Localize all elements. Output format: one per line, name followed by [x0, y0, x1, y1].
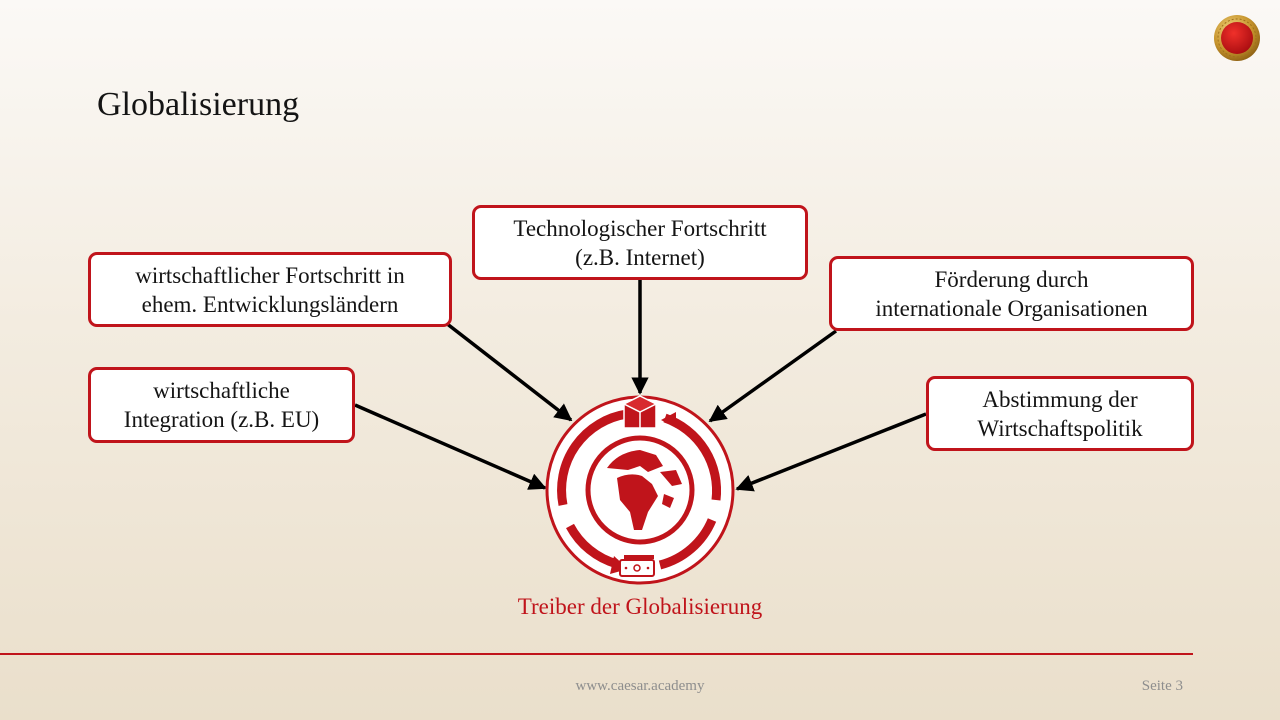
- driver-label: Förderung durch internationale Organisat…: [875, 266, 1148, 321]
- driver-label: wirtschaftlicher Fortschritt in ehem. En…: [135, 262, 405, 317]
- driver-box-technological-progress: Technologischer Fortschritt (z.B. Intern…: [472, 205, 808, 280]
- money-bill-icon: [619, 555, 655, 577]
- footer-url: www.caesar.academy: [575, 678, 705, 694]
- driver-label: Technologischer Fortschritt (z.B. Intern…: [513, 215, 767, 270]
- arrow-mid-right: [735, 412, 927, 492]
- footer-divider: [0, 653, 1193, 655]
- center-caption: Treiber der Globalisierung: [517, 594, 763, 619]
- driver-label: Abstimmung der Wirtschaftspolitik: [977, 386, 1143, 441]
- package-box-icon: [622, 395, 658, 429]
- globe-cycle-icon: [545, 395, 735, 585]
- driver-box-economic-progress: wirtschaftlicher Fortschritt in ehem. En…: [88, 252, 452, 327]
- caesar-academy-logo-icon: [1214, 15, 1260, 61]
- driver-box-economic-integration: wirtschaftliche Integration (z.B. EU): [88, 367, 355, 443]
- page-number: Seite 3: [1141, 678, 1183, 694]
- driver-box-international-organisations: Förderung durch internationale Organisat…: [829, 256, 1194, 331]
- arrow-top-right: [708, 329, 838, 423]
- driver-box-policy-coordination: Abstimmung der Wirtschaftspolitik: [926, 376, 1194, 451]
- driver-label: wirtschaftliche Integration (z.B. EU): [123, 378, 320, 432]
- arrow-mid-left: [354, 403, 547, 490]
- slide-title: Globalisierung: [97, 86, 300, 123]
- arrow-top-left: [444, 321, 573, 422]
